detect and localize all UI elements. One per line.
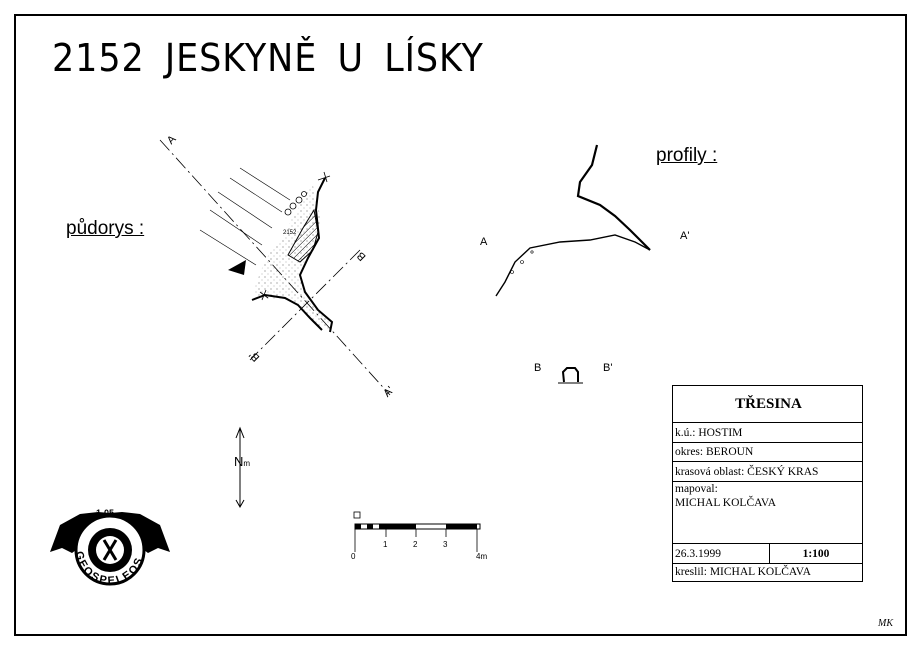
scale-unit: m <box>480 552 488 561</box>
logo-text-arc: GEOSPELEOS <box>73 550 146 587</box>
title-word-2: U <box>337 36 364 80</box>
profile-bb <box>561 367 579 383</box>
north-letter: N <box>234 454 244 469</box>
map-frame <box>14 14 907 636</box>
plan-label: půdorys : <box>66 218 145 239</box>
profile-aa-floor-marks <box>510 250 534 274</box>
surveyed-by-name: MICHAL KOLČAVA <box>675 497 777 509</box>
title-word-3: LÍSKY <box>384 36 484 80</box>
logo-text: GEOSPELEOS <box>73 550 144 587</box>
survey-date: 26.3.1999 <box>675 548 721 560</box>
svg-text:GEOSPELEOS: GEOSPELEOS <box>73 550 146 587</box>
map-title: 2152 JESKYNĚ U LÍSKY <box>52 36 484 80</box>
cave-number: 2152 <box>52 36 145 80</box>
scale-tick-4: 4m <box>476 552 487 561</box>
north-label: Nm <box>234 454 250 469</box>
district: okres: BEROUN <box>673 443 862 462</box>
karst-area: krasová oblast: ČESKÝ KRAS <box>673 462 862 482</box>
rock-section <box>287 208 319 263</box>
title-word-1: JESKYNĚ <box>164 36 318 80</box>
scale-tick-1: 1 <box>383 540 388 549</box>
scale-tick-0: 0 <box>351 552 356 561</box>
date-scale-row: 26.3.1999 1:100 <box>673 544 862 564</box>
profile-label-a-prime: A' <box>680 230 690 242</box>
scale-tick-2: 2 <box>413 540 418 549</box>
drawn-by: kreslil: MICHAL KOLČAVA <box>675 566 811 578</box>
surveyed-by-label: mapoval: <box>675 483 718 495</box>
profile-aa-upper <box>576 144 651 251</box>
outcrop-marker <box>228 260 246 275</box>
profiles-label: profily : <box>656 145 718 166</box>
info-table: TŘESINA k.ú.: HOSTIM okres: BEROUN kraso… <box>672 385 863 582</box>
scale-tick-3: 3 <box>443 540 448 549</box>
profile-label-b: B <box>534 362 542 374</box>
signature: MK <box>878 618 893 629</box>
logo-code: 1-05 <box>96 508 115 518</box>
profile-label-b-prime: B' <box>603 362 613 374</box>
plan-cave-number: 2152 <box>283 230 297 236</box>
north-arrow-icon <box>235 426 245 509</box>
surveyed-by: mapoval: MICHAL KOLČAVA <box>673 482 862 544</box>
dripline-markers <box>259 171 331 301</box>
scale-tick-4-value: 4 <box>476 552 481 561</box>
cave-wall-left <box>251 293 323 331</box>
slope-hachures <box>199 167 291 266</box>
profile-label-a: A <box>480 236 488 248</box>
scale-bar-graphic <box>353 511 481 552</box>
cave-name: TŘESINA <box>673 386 862 423</box>
profile-aa-lower <box>495 234 651 297</box>
cadastral-area: k.ú.: HOSTIM <box>673 423 862 443</box>
geospeleos-logo <box>50 512 170 586</box>
entrance-boulders <box>284 191 307 216</box>
cave-wall-right <box>298 177 334 333</box>
north-suffix: m <box>243 459 251 468</box>
map-scale: 1:100 <box>769 544 862 563</box>
